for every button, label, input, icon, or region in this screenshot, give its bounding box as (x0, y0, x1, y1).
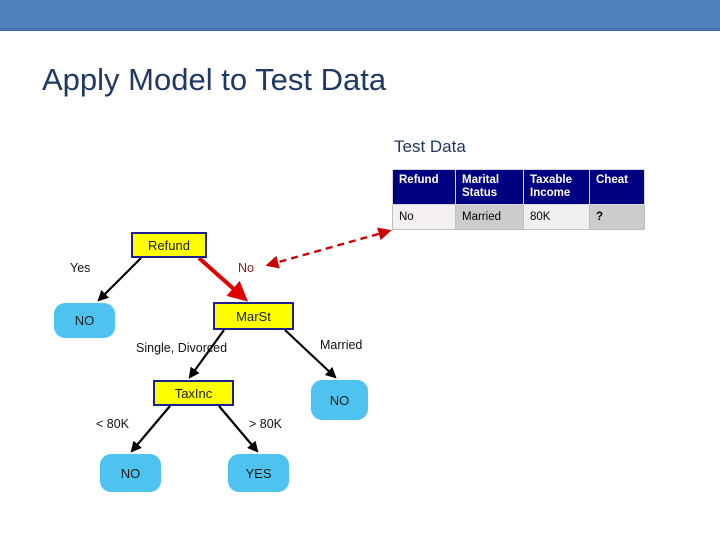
tree-node-marst[interactable]: MarSt (213, 302, 294, 330)
column-header-taxable-income: Taxable Income (523, 169, 590, 205)
test-data-table: Refund Marital Status Taxable Income Che… (392, 169, 645, 230)
table-header-row: Refund Marital Status Taxable Income Che… (392, 169, 645, 205)
column-header-refund: Refund (392, 169, 456, 205)
tree-leaf-no-married-label: NO (329, 392, 350, 408)
tree-leaf-no-refund-yes[interactable]: NO (54, 303, 115, 338)
edge-label-lt-80k: < 80K (96, 417, 130, 431)
cell-refund: No (392, 204, 456, 230)
cell-cheat: ? (589, 204, 645, 230)
tree-leaf-no-married[interactable]: NO (311, 380, 368, 420)
column-header-income-line1: Taxable (530, 174, 572, 186)
cell-income: 80K (523, 204, 590, 230)
edge-label-married: Married (320, 338, 363, 352)
tree-leaf-yes-gt80k-label: YES (245, 465, 272, 481)
tree-node-refund[interactable]: Refund (131, 232, 207, 258)
tree-node-marst-label: MarSt (236, 308, 271, 324)
edge-refund-yes (97, 257, 142, 302)
column-header-marital-line1: Marital (462, 174, 500, 186)
tree-leaf-no-lt80k-label: NO (120, 465, 141, 481)
tree-leaf-no-refund-yes-label: NO (74, 313, 95, 328)
edge-label-single-divorced: Single, Divorced (136, 341, 228, 355)
column-header-cheat: Cheat (589, 169, 645, 205)
column-header-cheat-line1: Cheat (596, 174, 628, 186)
test-data-caption: Test Data (394, 137, 466, 156)
column-header-marital-line2: Status (462, 187, 498, 199)
slide-header-bar (0, 0, 720, 31)
edge-label-yes: Yes (70, 261, 91, 275)
annotation-arrow-test-record (265, 227, 392, 269)
tree-node-taxinc-label: TaxInc (174, 385, 213, 401)
tree-leaf-no-lt80k[interactable]: NO (100, 454, 161, 492)
edge-label-gt-80k: > 80K (249, 417, 283, 431)
column-header-refund-line1: Refund (399, 174, 439, 186)
page-title: Apply Model to Test Data (42, 62, 387, 97)
tree-leaf-yes-gt80k[interactable]: YES (228, 454, 289, 492)
tree-node-refund-label: Refund (148, 237, 190, 253)
column-header-marital-status: Marital Status (455, 169, 524, 205)
edge-label-no: No (238, 261, 254, 275)
edge-taxinc-lt80k (130, 405, 171, 453)
column-header-income-line2: Income (530, 187, 571, 199)
table-row: No Married 80K ? (392, 204, 645, 230)
slide-header-accent (0, 28, 720, 31)
cell-marital: Married (455, 204, 524, 230)
tree-node-taxinc[interactable]: TaxInc (153, 380, 234, 406)
